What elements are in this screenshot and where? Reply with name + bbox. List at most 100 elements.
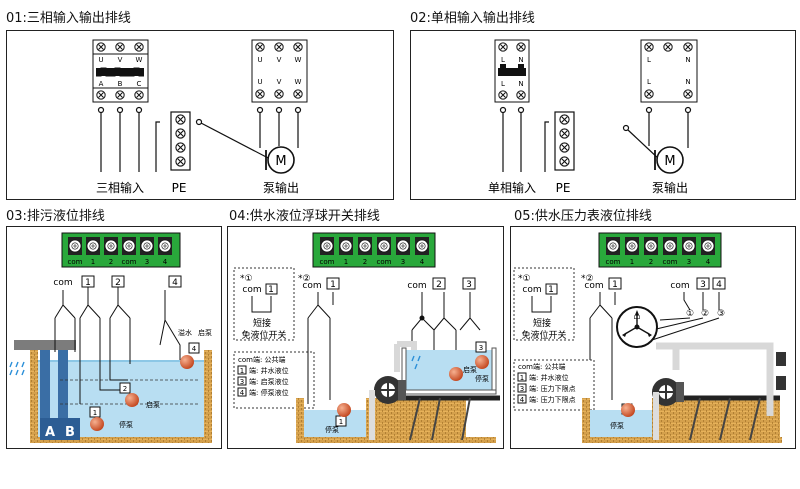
s01-a-label: A: [99, 80, 104, 88]
s04-dashed-box: [233, 267, 295, 341]
s03-t-3: 3: [145, 258, 149, 266]
s05-free-label: 免液位开关: [521, 329, 566, 341]
s03-k2: 2: [123, 385, 127, 393]
s05-t1-label: 1: [612, 280, 618, 290]
s01-u-label: U: [98, 56, 103, 64]
panel-02: [410, 30, 796, 200]
s05-legend-0: com端: 公共端: [518, 362, 566, 371]
s05-legend-2: 端: 压力下限点: [529, 384, 576, 393]
s05-c3: ③: [717, 309, 725, 319]
s01-wires: [97, 106, 302, 174]
s05-tanks: [582, 342, 786, 443]
s05-t4-label: 4: [716, 280, 722, 290]
s05-wires: [589, 292, 720, 404]
s04-start-label: 启泵: [463, 365, 477, 374]
s04-k1: 1: [339, 418, 343, 426]
s01-motor-terminal: U V W U V W: [251, 39, 308, 103]
s05-pressure-gauge-icon: [616, 306, 658, 348]
s03-t-com2: com: [122, 258, 137, 266]
s03-tank: [9, 340, 212, 443]
s02-n-top: N: [518, 56, 523, 64]
s04-wires: [307, 292, 481, 404]
s05-terminal-block: com 1 2 com 3 4: [598, 232, 722, 268]
s04-com2-label: com: [407, 281, 426, 291]
s04-float-2-icon: [449, 367, 463, 381]
s03-float-2-icon: [125, 393, 139, 407]
s03-stop-label: 停泵: [119, 420, 133, 429]
s04-t3-label: 3: [466, 280, 472, 290]
s05-t-2: 2: [649, 258, 653, 266]
s05-legend-1: 端: 井水液位: [529, 373, 569, 382]
s01-output-terminal: U V W A B C: [92, 39, 149, 103]
s02-input-label: 单相输入: [488, 180, 536, 195]
s05-t-com: com: [606, 258, 621, 266]
s02-m-n2: N: [685, 78, 690, 86]
s05-stop-label: 停泵: [610, 421, 624, 430]
s05-t-com2: com: [663, 258, 678, 266]
s02-n-bot: N: [518, 80, 523, 88]
section-03-title: 03:排污液位排线: [6, 209, 105, 224]
s01-m-w2: W: [295, 78, 302, 86]
s03-k4: 4: [192, 345, 197, 353]
s02-input-terminal: L N L N: [494, 39, 530, 103]
s03-start-top-label: 启泵: [198, 328, 212, 337]
section-02-title: 02:单相输入输出排线: [410, 11, 535, 26]
s01-m-v2: V: [277, 78, 282, 86]
s04-t-2: 2: [363, 258, 367, 266]
s04-legend-1: 端: 井水液位: [249, 366, 289, 375]
s03-t-2: 2: [109, 258, 113, 266]
s03-t-1: 1: [91, 258, 95, 266]
s04-free-label: 免液位开关: [241, 329, 286, 341]
s04-k3: 3: [479, 344, 483, 352]
s02-out-label: 泵输出: [652, 180, 688, 195]
s02-m-l2: L: [647, 78, 651, 86]
section-05-title: 05:供水压力表液位排线: [514, 209, 652, 224]
s05-legend-num-1: 3: [520, 385, 524, 393]
s04-t-4: 4: [420, 258, 425, 266]
s05-com-label: com: [584, 281, 603, 291]
s04-t-com: com: [320, 258, 335, 266]
s02-m-n: N: [685, 56, 690, 64]
s05-com2-label: com: [670, 281, 689, 291]
s05-inner-com: com: [522, 285, 541, 295]
s05-t-1: 1: [630, 258, 634, 266]
s02-l-bot: L: [501, 80, 505, 88]
s01-b-label: B: [118, 80, 123, 88]
s01-out-label: 泵输出: [263, 180, 299, 195]
s02-motor-terminal: L N L N: [640, 39, 698, 103]
s03-float-4-icon: [180, 355, 194, 369]
s03-float-1-icon: [90, 417, 104, 431]
s01-input-label: 三相输入: [96, 180, 144, 195]
s04-t-1: 1: [344, 258, 348, 266]
s01-m-u2: U: [257, 78, 262, 86]
s02-l-top: L: [501, 56, 505, 64]
s03-wires: [54, 285, 181, 404]
s04-float-1-icon: [337, 403, 351, 417]
s04-tanks: [296, 341, 500, 443]
s03-t-com: com: [68, 258, 83, 266]
panel-04: [227, 226, 504, 449]
s03-t-4: 4: [163, 258, 168, 266]
s04-t1-label: 1: [330, 280, 336, 290]
s03-t2-label: 2: [115, 278, 121, 288]
s03-t1-label: 1: [85, 278, 91, 288]
s04-inner-t1: 1: [268, 285, 274, 295]
panel-03: [6, 226, 222, 449]
s05-t-4: 4: [706, 258, 711, 266]
s04-com-label: com: [302, 281, 321, 291]
s03-pump-b: B: [65, 425, 75, 440]
s05-c1: ①: [686, 309, 694, 319]
s03-t4-label: 4: [172, 278, 178, 288]
s05-dashed-box: [513, 267, 575, 341]
s04-terminal-block: com 1 2 com 3 4: [312, 232, 436, 268]
s01-v-label: V: [118, 56, 123, 64]
s04-t-3: 3: [401, 258, 405, 266]
s04-stop2-label: 停泵: [475, 374, 489, 383]
s05-legend-3: 端: 压力下限点: [529, 395, 576, 404]
s02-m-l: L: [647, 56, 651, 64]
s01-c-label: C: [137, 80, 142, 88]
s04-legend-0: com端: 公共端: [238, 355, 286, 364]
s04-legend-3: 端: 停泵液位: [249, 388, 289, 397]
s01-m-u: U: [257, 56, 262, 64]
